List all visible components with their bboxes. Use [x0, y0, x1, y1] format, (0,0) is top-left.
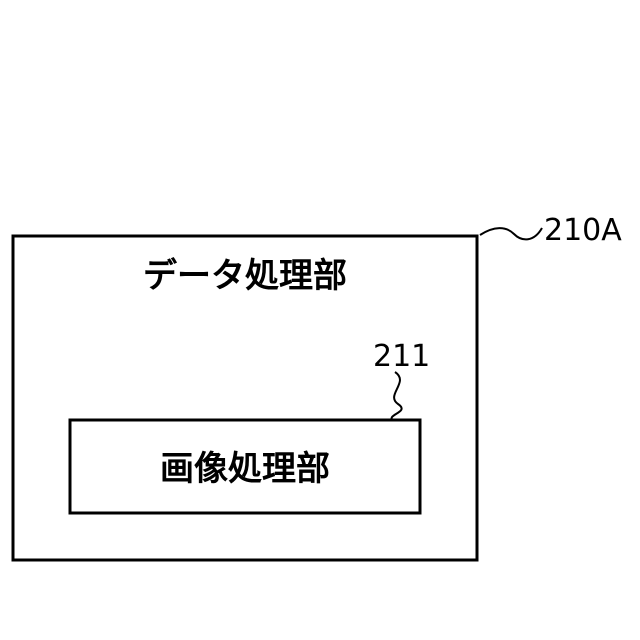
data-processing-unit-label: データ処理部 — [143, 256, 347, 296]
outer-ref-leader — [480, 228, 542, 239]
outer-ref-numeral: 210A — [544, 213, 622, 248]
inner-ref-numeral: 211 — [373, 339, 430, 374]
image-processing-unit-label: 画像処理部 — [160, 449, 330, 489]
